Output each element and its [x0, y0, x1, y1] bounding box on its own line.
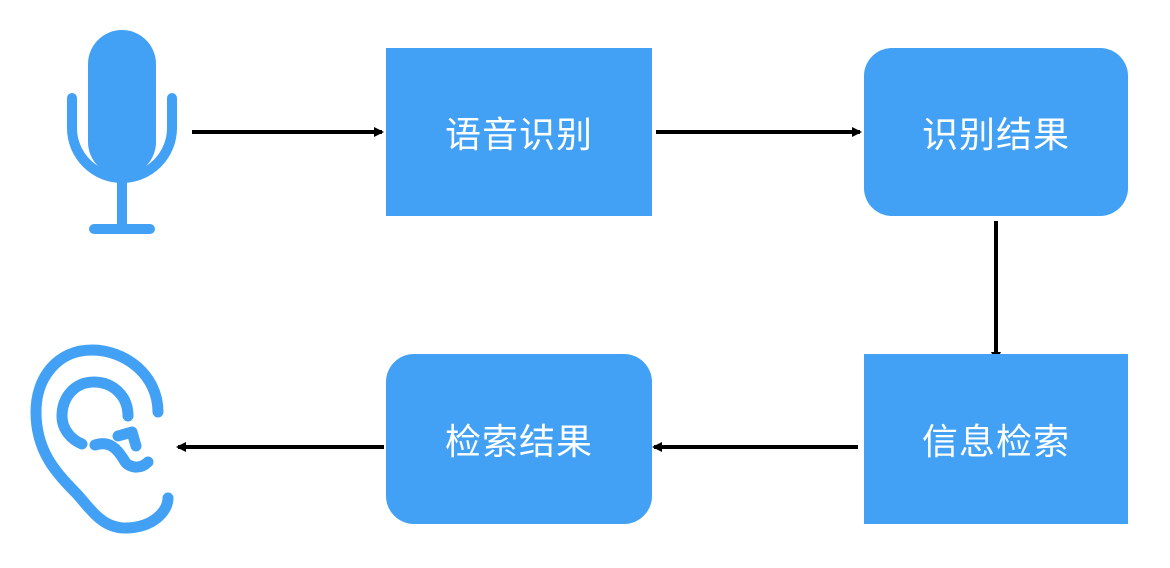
- information-retrieval-box: 信息检索: [864, 354, 1128, 524]
- retrieval-result-box: 检索结果: [386, 354, 652, 524]
- information-retrieval-label: 信息检索: [921, 422, 1070, 463]
- microphone-icon: [67, 30, 177, 234]
- recognition-result-label: 识别结果: [921, 115, 1070, 156]
- speech-recognition-label: 语音识别: [444, 115, 593, 156]
- retrieval-result-label: 检索结果: [444, 422, 593, 463]
- ear-icon: [30, 344, 174, 534]
- recognition-result-box: 识别结果: [864, 48, 1128, 216]
- speech-recognition-box: 语音识别: [386, 48, 652, 216]
